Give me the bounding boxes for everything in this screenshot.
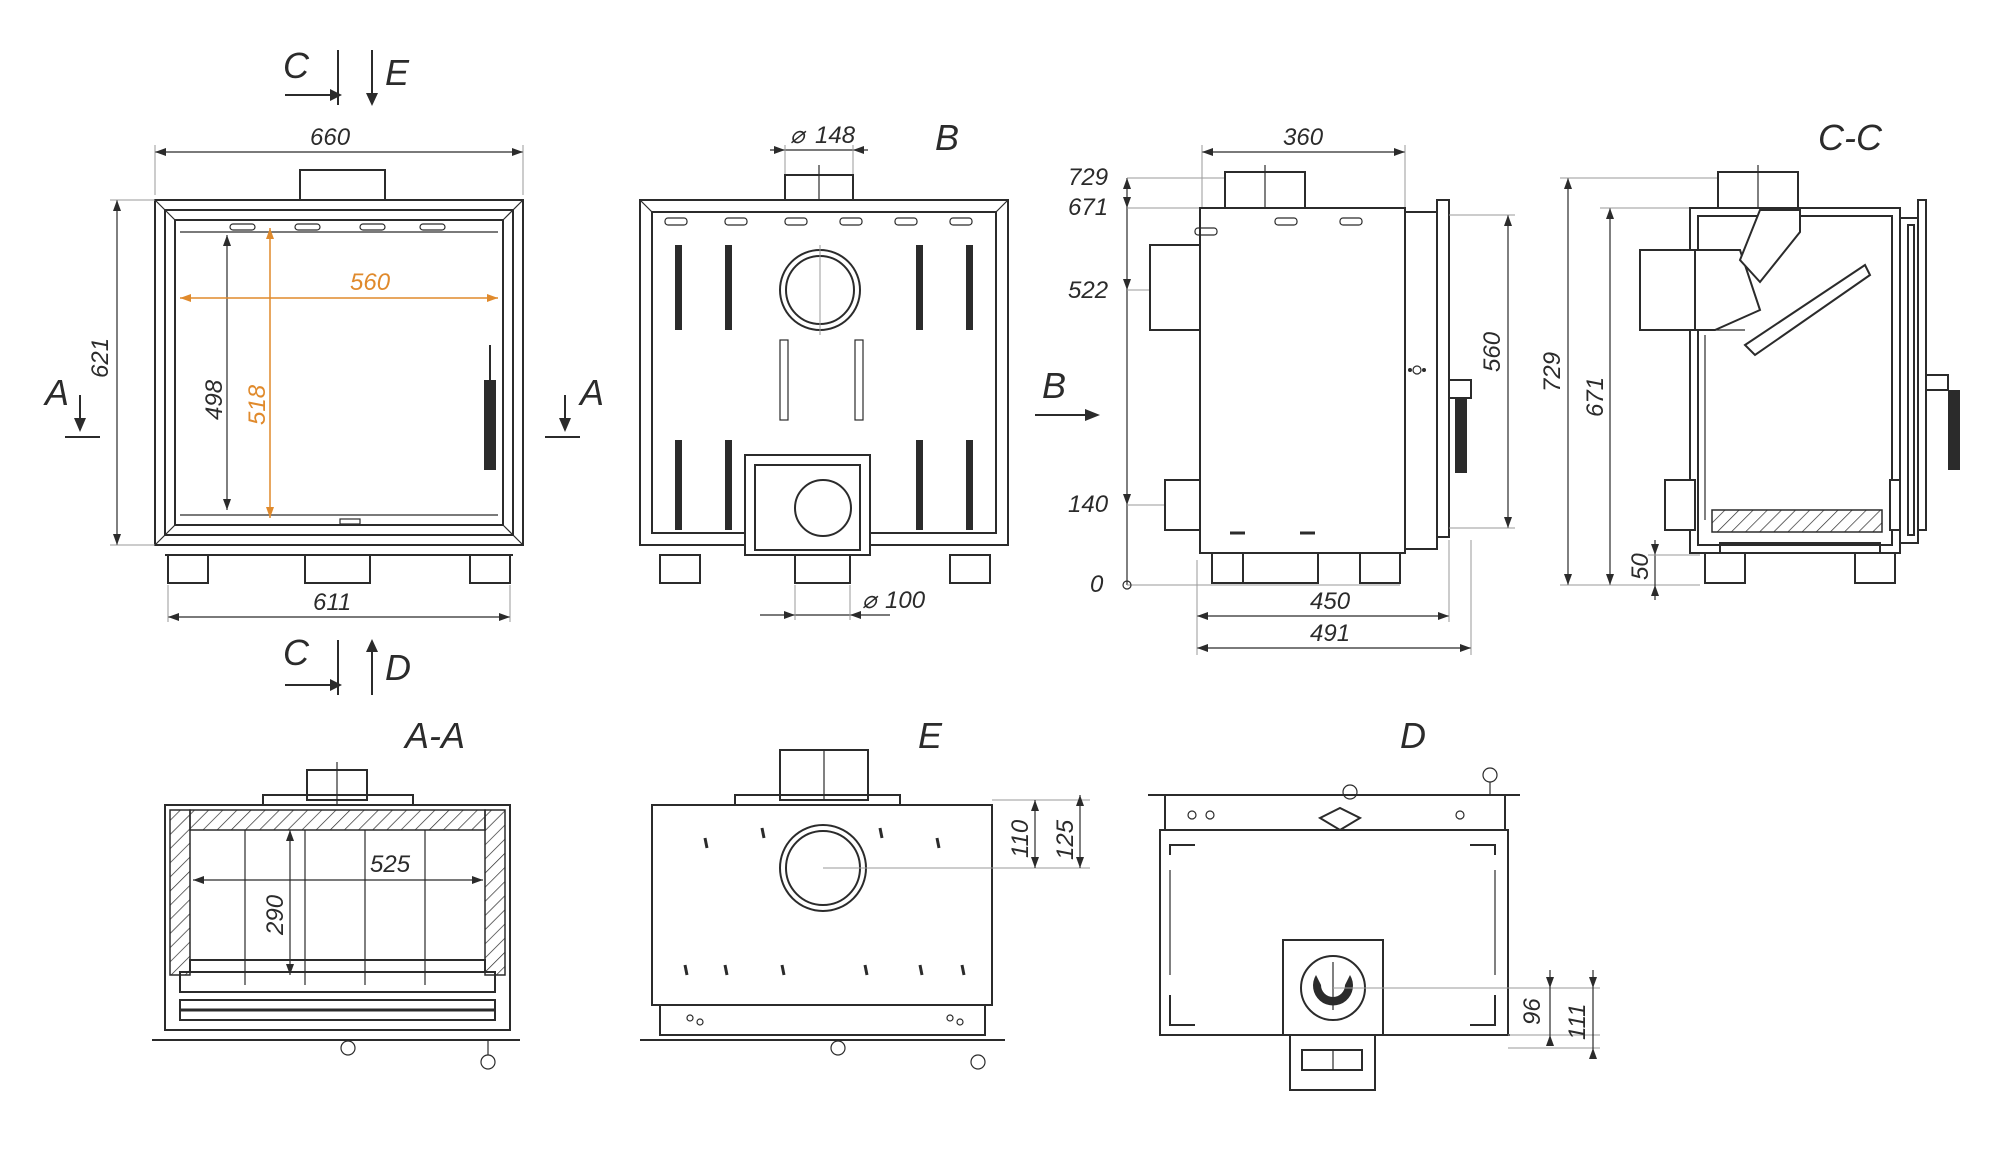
dim-518: 518 — [244, 384, 271, 425]
section-c-c: C-C 729 671 50 — [1539, 117, 1960, 600]
dim-148: 148 — [815, 122, 856, 149]
dim-729-side: 729 — [1068, 164, 1108, 191]
label-c-top: C — [283, 45, 310, 86]
dim-290: 290 — [262, 894, 289, 936]
label-b-view: B — [935, 117, 959, 158]
dim-50: 50 — [1627, 553, 1654, 580]
dim-522: 522 — [1068, 277, 1108, 304]
label-d-view: D — [1400, 715, 1426, 756]
dim-498: 498 — [201, 379, 228, 420]
dim-671-cc: 671 — [1582, 377, 1609, 417]
front-view: C E 660 — [43, 45, 604, 695]
svg-text:⌀: ⌀ — [790, 122, 807, 149]
label-c-bottom: C — [283, 632, 310, 673]
view-d: D 96 11 — [1148, 715, 1600, 1091]
label-e-top: E — [385, 52, 410, 93]
dim-110: 110 — [1007, 819, 1034, 858]
label-cc: C-C — [1818, 117, 1883, 158]
dim-111: 111 — [1564, 1004, 1591, 1040]
dim-140: 140 — [1068, 491, 1109, 518]
dim-100: 100 — [885, 587, 926, 614]
svg-text:⌀: ⌀ — [862, 587, 879, 614]
dim-450: 450 — [1310, 588, 1351, 615]
dim-621: 621 — [87, 338, 114, 378]
dim-125: 125 — [1052, 819, 1079, 860]
dim-491: 491 — [1310, 620, 1350, 647]
dim-525: 525 — [370, 851, 411, 878]
label-b-arrow: B — [1042, 365, 1066, 406]
side-view: B 360 729 671 522 140 0 — [1035, 124, 1515, 655]
label-aa: A-A — [403, 715, 465, 756]
dim-0: 0 — [1090, 571, 1104, 598]
label-a-left: A — [43, 372, 69, 413]
rear-view-b: B ⌀ 148 — [639, 117, 1009, 620]
dim-360: 360 — [1283, 124, 1324, 151]
label-e-view: E — [918, 715, 943, 756]
dim-660: 660 — [310, 124, 351, 151]
dim-560-front: 560 — [350, 269, 391, 296]
dim-671-side: 671 — [1068, 194, 1108, 221]
section-a-a: A-A 525 290 — [152, 715, 520, 1070]
dim-96: 96 — [1519, 998, 1546, 1025]
dim-729-cc: 729 — [1539, 352, 1566, 392]
dim-611: 611 — [313, 589, 351, 616]
label-a-right: A — [578, 372, 604, 413]
dim-560-side: 560 — [1479, 331, 1506, 372]
view-e: E 110 125 — [640, 715, 1090, 1070]
label-d-bottom: D — [385, 647, 411, 688]
